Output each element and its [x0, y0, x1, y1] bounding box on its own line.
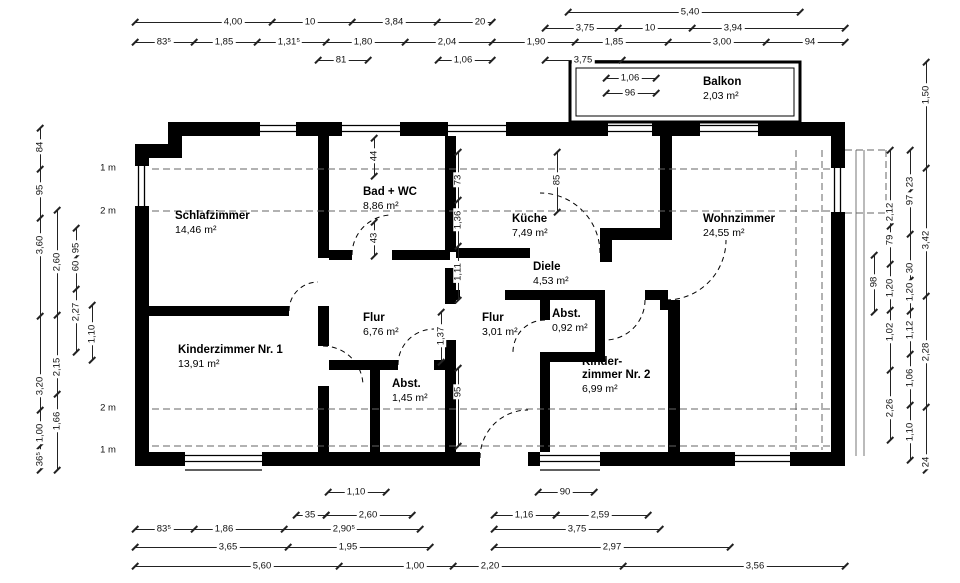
- balcony-outline: [568, 60, 802, 124]
- door-arcs: [288, 192, 727, 459]
- walls: [135, 122, 845, 466]
- eave-lines: [855, 150, 865, 456]
- windows: [137, 124, 842, 471]
- roof-slope-lines: [152, 149, 887, 450]
